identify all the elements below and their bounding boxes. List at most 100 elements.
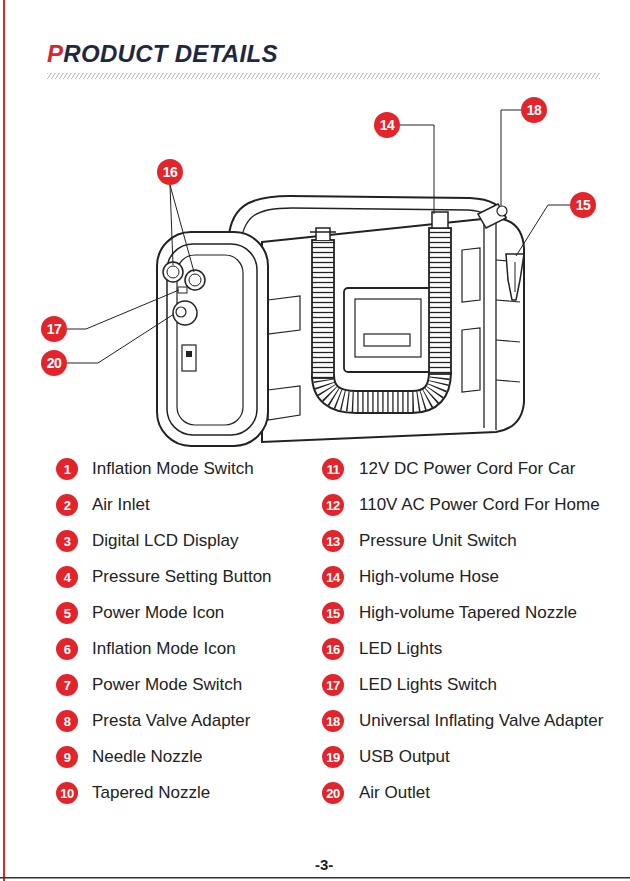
callout-text: 10 (60, 787, 73, 800)
callout-text: 15 (326, 607, 339, 620)
callout-text: 18 (527, 103, 542, 117)
callout-text: 13 (326, 535, 339, 548)
callout-number: 14 (322, 566, 344, 588)
callout-text: 16 (326, 643, 339, 656)
callout-text: 9 (64, 751, 71, 764)
callout-text: 11 (327, 463, 340, 476)
end-cap-lines (484, 220, 496, 430)
callout-text: 12 (326, 499, 339, 512)
page-title: PRODUCT DETAILS (47, 40, 278, 68)
page-number: -3- (315, 855, 333, 875)
side-panels (462, 248, 480, 392)
pump-body (262, 218, 524, 442)
callout-text: 16 (163, 165, 178, 179)
callout-text: 17 (47, 322, 62, 336)
callout-number: 10 (56, 782, 78, 804)
hose-tip (432, 212, 448, 228)
part-name: 110V AC Power Cord For Home (359, 495, 600, 515)
callout-number: 2 (56, 494, 78, 516)
callout-number: 3 (56, 530, 78, 552)
callout-text: 8 (64, 715, 71, 728)
hose (323, 372, 440, 402)
page-border (3, 0, 5, 881)
callout-number: 9 (56, 746, 78, 768)
valve-adapter (478, 204, 506, 228)
callout-text: 18 (326, 715, 339, 728)
callout-number: 12 (322, 494, 344, 516)
leader-line (67, 290, 179, 329)
valve-adapter (497, 206, 507, 216)
callout-number: 19 (322, 746, 344, 768)
tapered-nozzle (515, 262, 516, 292)
callout-text: 20 (326, 787, 339, 800)
leader-line (400, 125, 434, 214)
callout-number: 13 (322, 530, 344, 552)
callout-text: 1 (64, 463, 71, 476)
part-name: Inflation Mode Switch (92, 459, 254, 479)
callout-number: 14 (374, 112, 400, 138)
callout-text: 4 (64, 571, 71, 584)
callout-number: 15 (570, 192, 596, 218)
leader-line (67, 314, 174, 363)
callout-number: 5 (56, 602, 78, 624)
callout-number: 7 (56, 674, 78, 696)
callout-number: 6 (56, 638, 78, 660)
callout-number: 16 (157, 159, 183, 185)
callout-number: 18 (322, 710, 344, 732)
hose-ribs (323, 372, 440, 402)
part-name: Digital LCD Display (92, 531, 238, 551)
callout-text: 7 (64, 679, 71, 692)
callout-number: 1 (56, 458, 78, 480)
part-name: Universal Inflating Valve Adapter (359, 711, 603, 731)
callout-number: 17 (322, 674, 344, 696)
led-light (185, 270, 205, 290)
cord-plug (364, 334, 410, 346)
part-name: Air Outlet (359, 783, 430, 803)
part-name: 12V DC Power Cord For Car (359, 459, 575, 479)
part-name: Presta Valve Adapter (92, 711, 250, 731)
page-rule (0, 877, 630, 879)
callout-number: 8 (56, 710, 78, 732)
part-name: Power Mode Icon (92, 603, 224, 623)
cord-bay (355, 299, 421, 357)
part-name: Pressure Setting Button (92, 567, 272, 587)
callout-number: 15 (322, 602, 344, 624)
callout-text: 14 (326, 571, 339, 584)
callout-number: 20 (41, 350, 67, 376)
callout-text: 5 (64, 607, 71, 620)
air-outlet (176, 307, 186, 317)
end-cap (157, 232, 268, 446)
callout-number: 4 (56, 566, 78, 588)
hose (323, 372, 440, 402)
callout-number: 18 (521, 97, 547, 123)
part-name: Inflation Mode Icon (92, 639, 236, 659)
led-light (189, 274, 201, 286)
led-light (167, 266, 179, 278)
part-name: High-volume Hose (359, 567, 499, 587)
callout-text: 19 (326, 751, 339, 764)
callout-number: 11 (322, 458, 344, 480)
part-name: Pressure Unit Switch (359, 531, 517, 551)
callout-text: 3 (64, 535, 71, 548)
callout-number: 20 (322, 782, 344, 804)
callout-text: 14 (380, 118, 395, 132)
part-name: High-volume Tapered Nozzle (359, 603, 577, 623)
title-rule (47, 73, 600, 79)
hose (429, 228, 451, 374)
callout-text: 17 (326, 679, 339, 692)
callout-number: 17 (41, 316, 67, 342)
callout-text: 2 (64, 499, 71, 512)
part-name: LED Lights (359, 639, 442, 659)
part-name: Power Mode Switch (92, 675, 242, 695)
callout-text: 20 (47, 356, 62, 370)
leader-line (516, 205, 570, 256)
cord-frame (344, 288, 432, 372)
callout-number: 16 (322, 638, 344, 660)
hose-tip (310, 228, 336, 240)
part-name: LED Lights Switch (359, 675, 497, 695)
part-name: Needle Nozzle (92, 747, 203, 767)
hose (312, 240, 334, 378)
leader-line (170, 185, 194, 272)
side-panels (268, 296, 300, 420)
